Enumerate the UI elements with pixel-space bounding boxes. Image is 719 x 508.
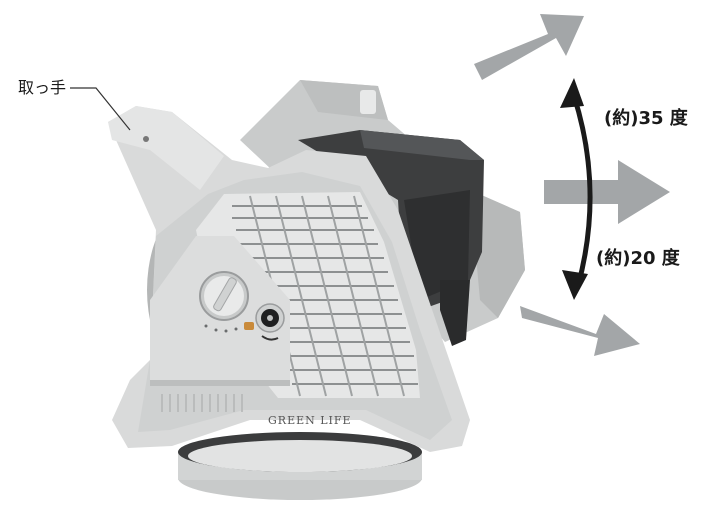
angle-down-label: (約)20 度 xyxy=(596,247,681,269)
arrow-down-right-icon xyxy=(520,306,640,356)
arrow-right-icon xyxy=(544,160,670,224)
arrow-up-right-icon xyxy=(474,14,584,80)
speed-dial xyxy=(200,272,248,320)
handle-label: 取っ手 xyxy=(18,78,66,97)
brand-logo: GREEN LIFE xyxy=(268,414,352,427)
angle-up-label: (約)35 度 xyxy=(604,107,689,129)
base xyxy=(178,432,422,500)
